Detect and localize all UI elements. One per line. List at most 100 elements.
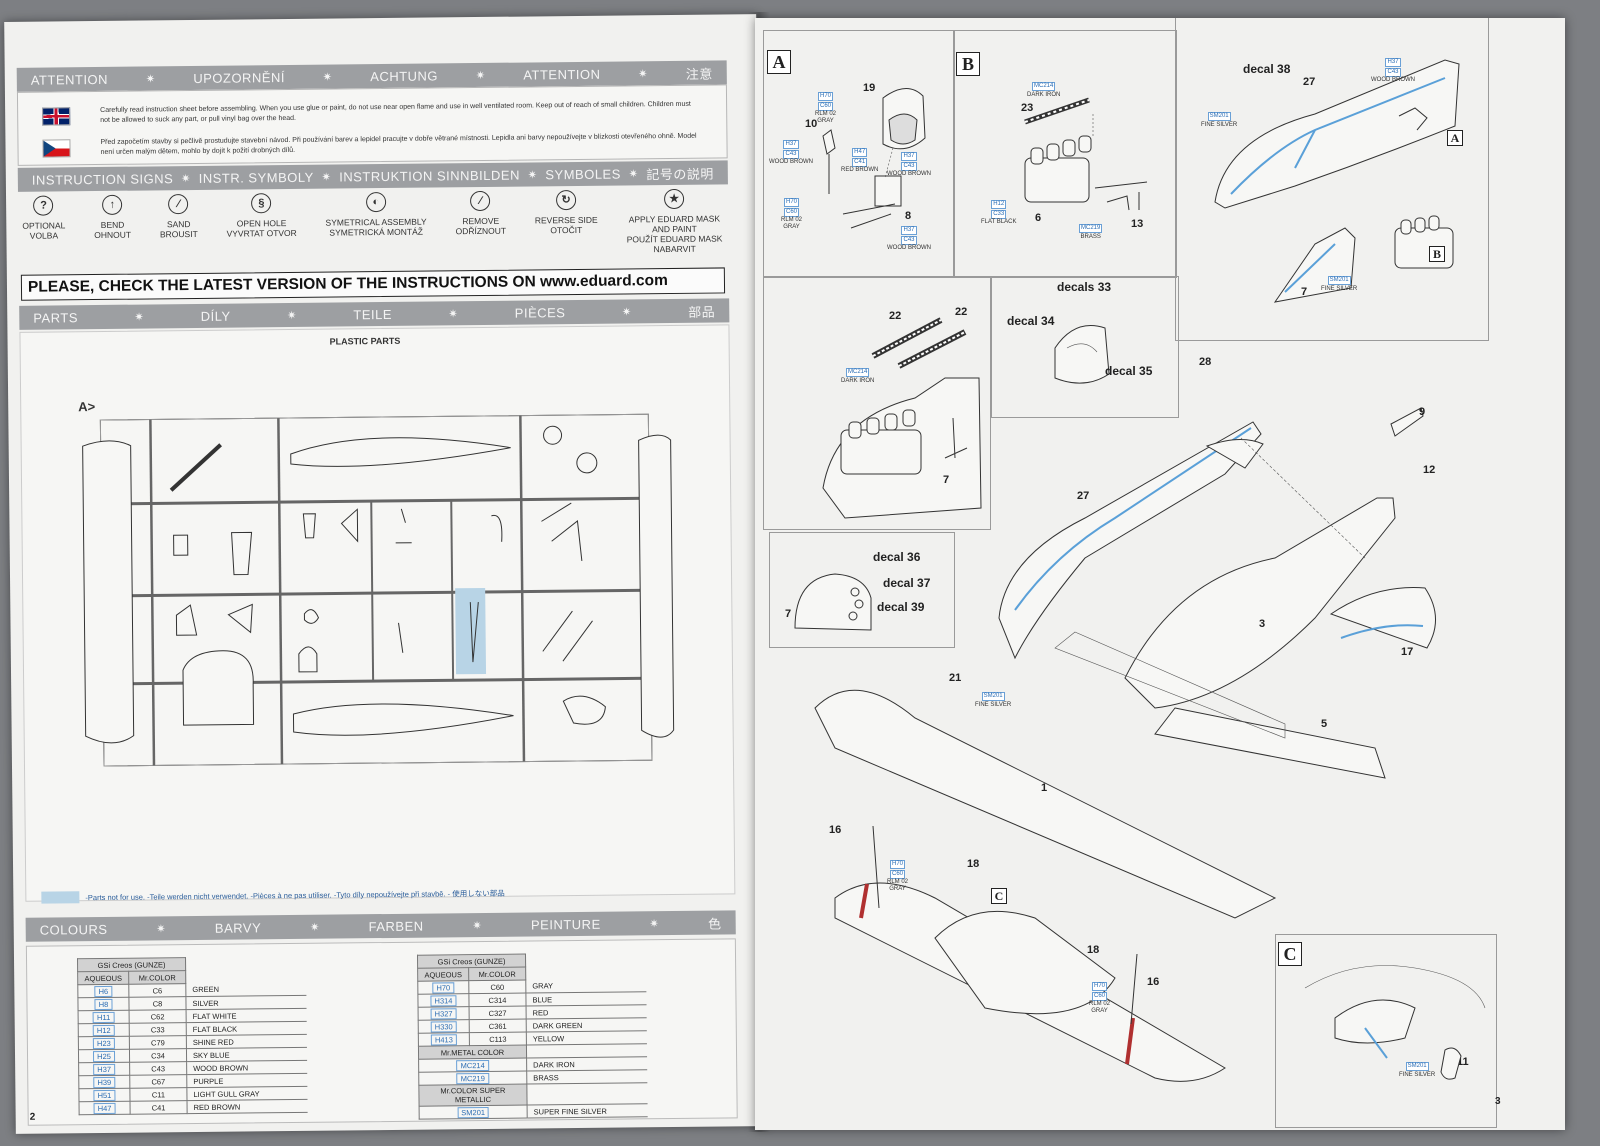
part-number: 10: [805, 118, 818, 130]
step-decal-36-frame: [769, 532, 955, 648]
step-c-frame: [1275, 934, 1497, 1128]
color-name: DARK GREEN: [526, 1017, 647, 1033]
star-icon: ✷: [628, 167, 639, 180]
part-number: 7: [785, 608, 792, 620]
decal-label: decal 38: [1243, 62, 1291, 76]
part-number: 27: [1303, 76, 1316, 88]
question-icon: ?: [33, 195, 54, 216]
bend-icon: ↑: [102, 194, 123, 215]
parts-en: PARTS: [33, 309, 79, 326]
mrcolor-code: C113: [469, 1032, 527, 1046]
color-name: SHINE RED: [186, 1034, 307, 1049]
color-name: PURPLE: [186, 1073, 308, 1088]
instruction-signs-bar: INSTRUCTION SIGNS✷ INSTR. SYMBOLY✷ INSTR…: [17, 160, 728, 192]
aqueous-code: H51: [78, 1088, 131, 1102]
star-icon: ✷: [309, 921, 320, 934]
part-number: 22: [889, 310, 902, 322]
aqueous-code: H47: [79, 1101, 131, 1115]
header-aqueous: AQUEOUS: [417, 967, 469, 982]
main-fuselage-assembly: [998, 407, 1436, 779]
signs-fr: SYMBOLES: [545, 166, 621, 182]
drill-icon: §: [251, 193, 272, 214]
sign-optional: ?OPTIONAL VOLBA: [22, 195, 66, 263]
colours-fr: PEINTURE: [530, 916, 601, 933]
signs-de: INSTRUKTION SINNBILDEN: [339, 167, 520, 184]
metal-title: Mr.METAL COLOR: [418, 1045, 527, 1060]
plastic-parts-heading: PLASTIC PARTS: [329, 335, 401, 347]
attention-en: ATTENTION: [30, 71, 109, 88]
decal-label: decal 35: [1105, 364, 1153, 378]
part-number: 1: [1041, 782, 1048, 794]
part-number: 7: [1301, 286, 1308, 298]
part-number: 28: [1199, 356, 1212, 368]
star-icon: ✷: [527, 168, 538, 181]
step-b-engine-drawing: [1024, 97, 1148, 211]
aqueous-code: H23: [78, 1036, 130, 1050]
color-name: RED BROWN: [187, 1099, 308, 1114]
attention-jp: 注意: [685, 66, 713, 82]
mrcolor-code: C79: [129, 1035, 187, 1050]
mrcolor-code: C67: [129, 1074, 187, 1089]
step-b-label: B: [956, 52, 980, 76]
aqueous-code: H8: [77, 997, 130, 1011]
star-icon: ✷: [649, 917, 660, 930]
color-name: RED: [526, 1004, 647, 1020]
star-icon: ✷: [448, 307, 459, 320]
attention-fr: ATTENTION: [523, 66, 601, 83]
unused-legend-text: -Parts not for use. -Teile werden nicht …: [85, 888, 505, 902]
mrcolor-code: C8: [128, 996, 187, 1011]
aqueous-code: H25: [78, 1049, 130, 1063]
aqueous-code: H37: [78, 1062, 130, 1076]
part-number: 27: [1077, 490, 1090, 502]
mrcolor-code: C327: [469, 1006, 527, 1020]
color-name: SILVER: [185, 995, 307, 1010]
instruction-page-left: ATTENTION✷ UPOZORNĚNÍ✷ ACHTUNG✷ ATTENTIO…: [4, 14, 768, 1134]
sand-icon: ⁄: [168, 194, 189, 215]
signs-cz: INSTR. SYMBOLY: [198, 169, 314, 186]
signs-jp: 記号の説明: [646, 166, 714, 182]
aqueous-code: H12: [78, 1023, 130, 1037]
parts-jp: 部品: [688, 304, 716, 320]
reverse-icon: ↻: [555, 189, 577, 211]
part-number: 18: [967, 858, 980, 870]
part-number: 18: [1087, 944, 1100, 956]
mrcolor-code: C11: [129, 1087, 188, 1102]
star-icon: ✷: [475, 69, 486, 82]
step-a-frame: [763, 30, 955, 278]
sign-remove: ⁄REMOVE ODŘÍZNOUT: [455, 190, 506, 260]
star-icon: ✷: [621, 305, 632, 319]
page-number-right: 3: [1495, 1096, 1501, 1107]
mrcolor-code: C60: [468, 980, 526, 994]
aqueous-code: H70: [417, 980, 469, 995]
parts-de: TEILE: [353, 306, 393, 322]
czech-flag-icon: [42, 139, 71, 158]
sign-bend: ↑BEND OHNOUT: [94, 194, 132, 263]
color-code: MC219: [418, 1071, 527, 1086]
mrcolor-code: C361: [469, 1019, 527, 1033]
step-a-label: A: [767, 50, 791, 74]
color-name: FLAT BLACK: [186, 1021, 307, 1036]
aqueous-code: H314: [417, 993, 470, 1008]
step-seat-decal-frame: [991, 276, 1179, 418]
latest-version-notice: PLEASE, CHECK THE LATEST VERSION OF THE …: [20, 267, 726, 301]
guns-cockpit-drawing: [822, 317, 982, 519]
sign-sand: ⁄SAND BROUSIT: [160, 194, 198, 262]
decal-label: decal 37: [883, 576, 931, 590]
decal-label: decals 33: [1057, 280, 1112, 294]
lower-wing-assembly: [814, 689, 1277, 1082]
mrcolor-code: C41: [130, 1100, 188, 1115]
table-title: GSi Creos (GUNZE): [417, 954, 526, 969]
decal-label: decal 36: [873, 550, 921, 564]
part-number: 12: [1423, 464, 1436, 476]
